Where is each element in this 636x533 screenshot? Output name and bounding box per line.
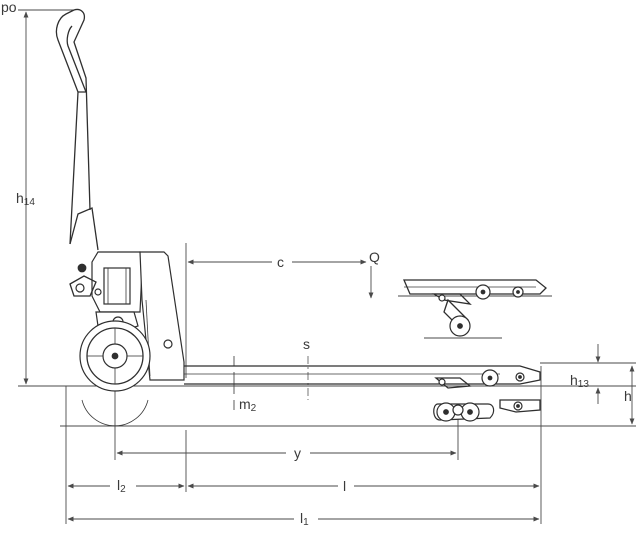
label-l2: l2 <box>117 477 126 495</box>
tiller-grip-inner <box>66 25 87 93</box>
release-lever-knob <box>77 263 87 273</box>
pallet-truck <box>55 8 541 427</box>
raised-fork-detail <box>398 279 552 339</box>
control-lever <box>69 275 97 297</box>
tiller-lower-shaft <box>69 207 99 251</box>
fork-tip-lower <box>499 399 541 413</box>
label-h14: h14 <box>16 190 35 208</box>
chassis-pivot <box>163 339 173 349</box>
label-l: l <box>343 478 346 494</box>
corner-label: po <box>1 0 17 15</box>
label-s: s <box>303 336 310 352</box>
tiller-handle <box>55 8 91 245</box>
label-y: y <box>294 445 301 461</box>
label-Q: Q <box>369 249 380 265</box>
label-h13: h13 <box>570 372 589 390</box>
label-l1: l1 <box>300 510 309 528</box>
steer-swing-arc <box>81 399 149 427</box>
raised-fork-body <box>403 279 547 295</box>
label-h: h <box>624 388 632 404</box>
label-c: c <box>277 254 284 270</box>
fork-lowered <box>184 365 541 385</box>
label-m2: m2 <box>239 396 257 414</box>
